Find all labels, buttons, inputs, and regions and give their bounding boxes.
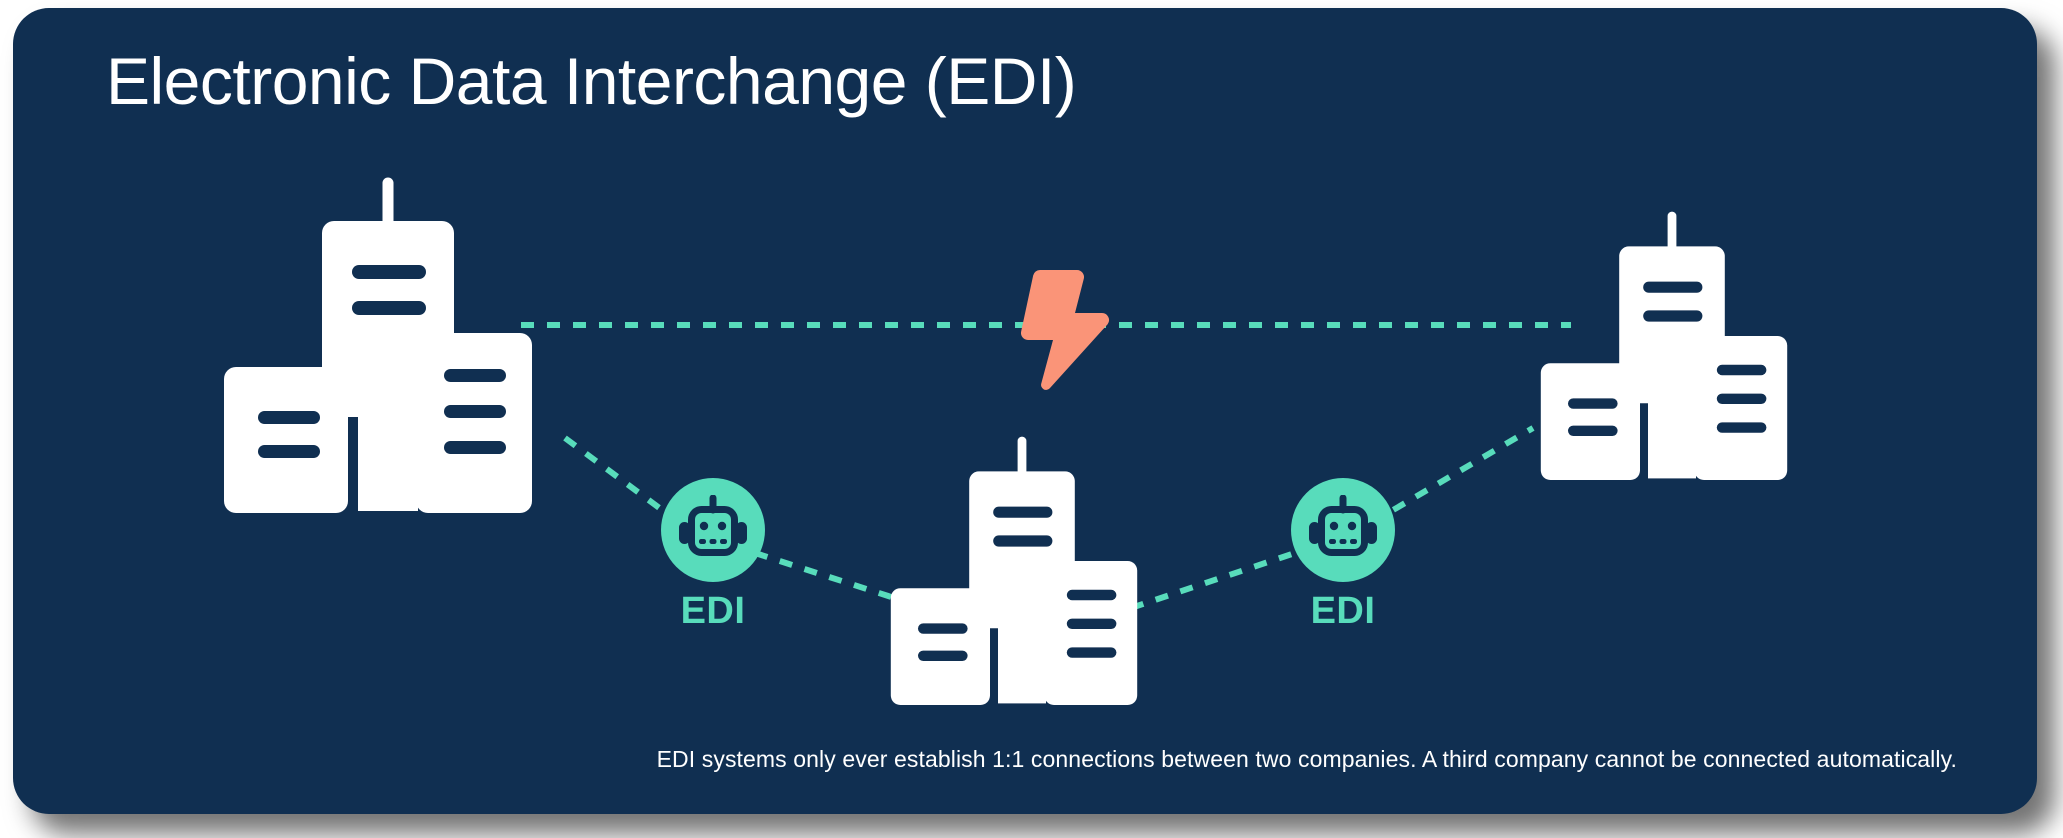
diagram-footnote: EDI systems only ever establish 1:1 conn… — [656, 746, 1957, 772]
edi-label-left: EDI — [680, 590, 746, 632]
robot-icon — [1309, 495, 1377, 556]
edi-network-diagram: right company (direct, broken by bolt) -… — [13, 8, 2037, 814]
link-edi-left-to-bottom — [754, 550, 914, 607]
link-edi-right-to-right — [1369, 425, 1535, 526]
robot-icon — [679, 495, 747, 556]
page-title: Electronic Data Interchange (EDI) — [106, 44, 1077, 118]
edi-diagram-card: Electronic Data Interchange (EDI) — [13, 8, 2037, 814]
company-node-bottom — [891, 441, 1137, 705]
link-bottom-to-edi-right — [1130, 550, 1296, 611]
edi-circle-left — [661, 478, 765, 582]
edi-node-left[interactable]: EDI — [633, 478, 793, 630]
edi-circle-right — [1291, 478, 1395, 582]
edi-node-right[interactable]: EDI — [1263, 478, 1423, 630]
edi-label-right: EDI — [1310, 590, 1376, 632]
lightning-bolt-icon — [1020, 270, 1109, 390]
company-node-right — [1541, 216, 1787, 480]
company-node-left — [224, 183, 532, 513]
